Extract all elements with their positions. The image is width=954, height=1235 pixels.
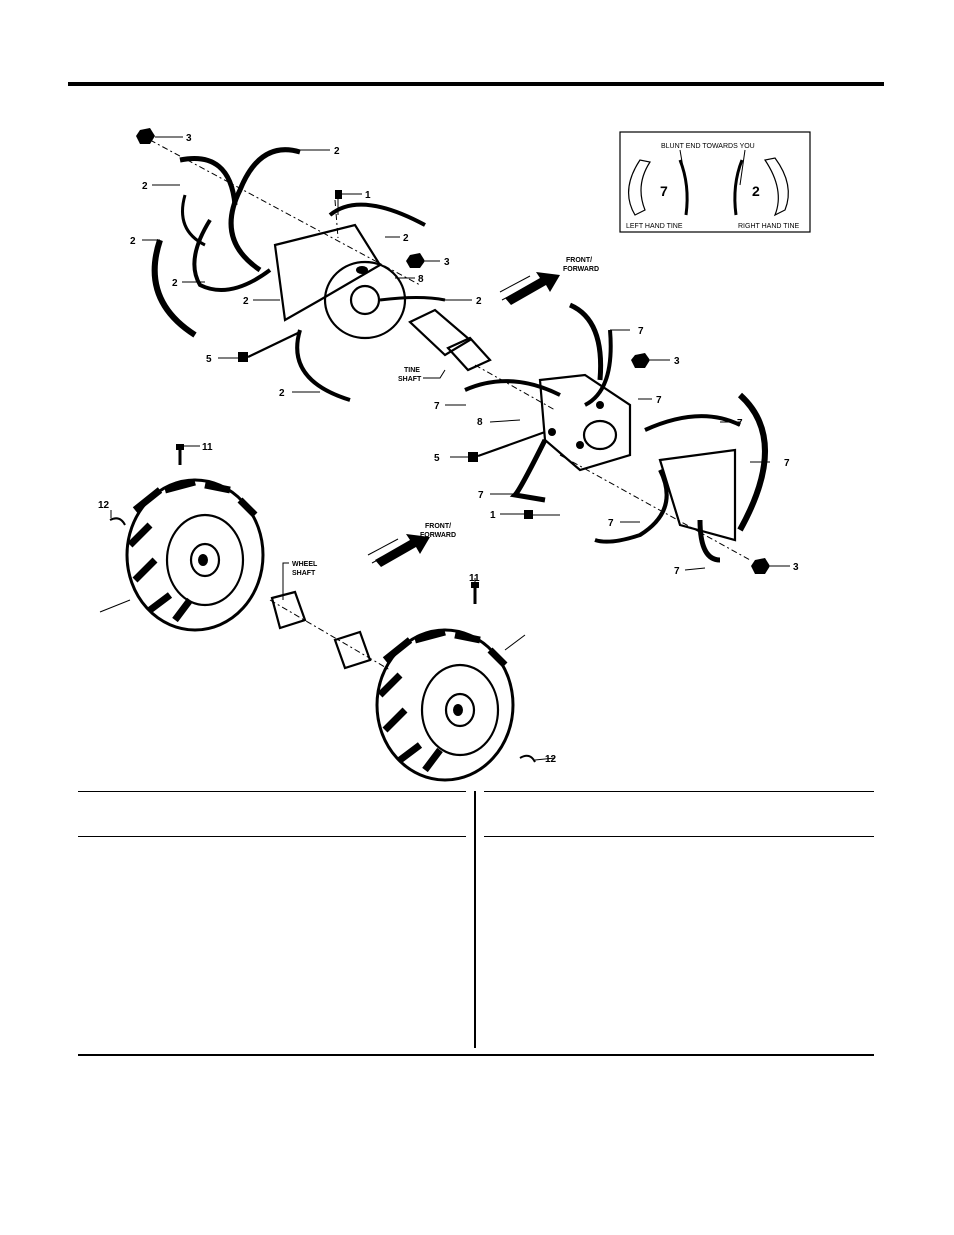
inset-right-number: 2: [752, 183, 760, 199]
callout-1: 1: [365, 190, 371, 201]
wheel-shaft-part: [270, 590, 372, 670]
bolt-1-right: [524, 510, 533, 519]
callout-7: 7: [784, 458, 790, 469]
callout-2: 2: [243, 296, 249, 307]
callout-7: 7: [674, 566, 680, 577]
pin-12-right-part: [519, 754, 536, 763]
table-header-left-rule: [78, 836, 466, 837]
tine-shaft-label-1: TINE: [404, 367, 420, 374]
callout-7: 7: [434, 401, 440, 412]
callout-2: 2: [403, 233, 409, 244]
callout-3: 3: [444, 257, 450, 268]
callout-2: 2: [279, 388, 285, 399]
callouts: 3 2 2 1 2 2 3 8 2 2 2 5 2 7 3 7 7 8 7 5 …: [98, 133, 799, 765]
right-tine-assembly: [464, 302, 770, 574]
table-divider: [474, 791, 476, 1048]
front-forward-label-top-1: FRONT/: [566, 257, 592, 264]
callout-8: 8: [477, 417, 483, 428]
callout-12: 12: [98, 500, 110, 511]
callout-11: 11: [469, 573, 480, 584]
callout-7: 7: [737, 418, 743, 429]
tine-shaft-part: [408, 308, 556, 411]
callout-2: 2: [172, 278, 178, 289]
callout-1: 1: [490, 510, 496, 521]
hex-nut-3-right-top: [631, 353, 650, 368]
bolt-1: [335, 190, 342, 199]
callout-7: 7: [638, 326, 644, 337]
callout-7: 7: [478, 490, 484, 501]
front-forward-arrow-bottom: [367, 534, 430, 567]
bolt-11-left-part: [176, 444, 184, 465]
inset-left-number: 7: [660, 183, 668, 199]
wheel-shaft-label-2: SHAFT: [292, 570, 316, 577]
callout-3: 3: [793, 562, 799, 573]
left-tine-assembly: [136, 128, 446, 402]
inset-left-label: LEFT HAND TINE: [626, 223, 683, 230]
front-forward-arrow-top: [499, 272, 560, 305]
pin-12-left-part: [109, 517, 126, 526]
callout-5: 5: [434, 453, 440, 464]
front-forward-label-bottom-2: FORWARD: [420, 532, 456, 539]
table-top-left-rule: [78, 791, 466, 792]
bolt-5: [238, 352, 248, 362]
part-labels: FRONT/ FORWARD TINE SHAFT FRONT/ FORWARD…: [292, 143, 800, 577]
leader-lines: [99, 136, 790, 761]
table-header-right-rule: [484, 836, 874, 837]
callout-3: 3: [674, 356, 680, 367]
callout-11: 11: [202, 442, 213, 453]
callout-2: 2: [334, 146, 340, 157]
callout-8: 8: [418, 274, 424, 285]
callout-12: 12: [545, 754, 557, 765]
bolt-5-right: [468, 452, 478, 462]
callout-5: 5: [206, 354, 212, 365]
tine-shaft-label-2: SHAFT: [398, 376, 422, 383]
hex-nut-3-right-bottom: [751, 558, 770, 574]
callout-2: 2: [476, 296, 482, 307]
table-bottom-rule: [78, 1054, 874, 1056]
callout-3: 3: [186, 133, 192, 144]
wheel-shaft-label-1: WHEEL: [292, 561, 318, 568]
callout-2: 2: [130, 236, 136, 247]
wheel-right: [375, 628, 515, 782]
bolt-11-right-part: [471, 582, 479, 604]
front-forward-label-top-2: FORWARD: [563, 266, 599, 273]
callout-7: 7: [656, 395, 662, 406]
header-rule: [68, 82, 884, 86]
callout-7: 7: [608, 518, 614, 529]
inset-caption: BLUNT END TOWARDS YOU: [661, 143, 755, 150]
front-forward-label-bottom-1: FRONT/: [425, 523, 451, 530]
hex-nut-3-mid: [406, 253, 425, 268]
callout-2: 2: [142, 181, 148, 192]
hex-nut-3-top: [136, 128, 155, 144]
table-top-right-rule: [484, 791, 874, 792]
inset-right-label: RIGHT HAND TINE: [738, 223, 800, 230]
tine-orientation-inset: [619, 131, 811, 233]
wheel-left: [125, 478, 391, 671]
